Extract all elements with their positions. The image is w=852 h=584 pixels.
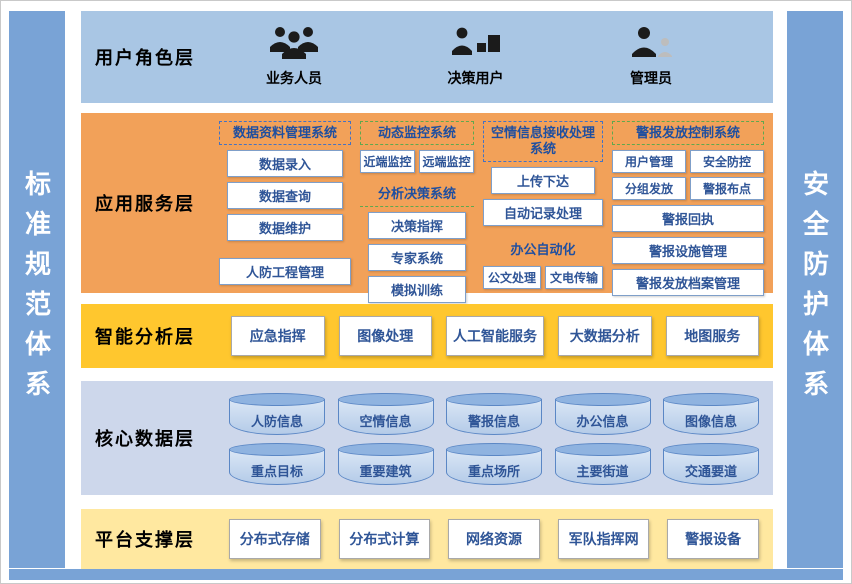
core-data-row-1: 人防信息 空情信息 警报信息 办公信息 图像信息	[229, 393, 759, 435]
standards-system-label: 标准规范体系	[21, 169, 52, 410]
core-data-grid: 人防信息 空情信息 警报信息 办公信息 图像信息	[229, 393, 759, 485]
plat-box-alarm-equipment: 警报设备	[667, 519, 759, 559]
app-box-simulation-training: 模拟训练	[368, 275, 466, 303]
platform-support-layer: 平台支撑层 分布式存储 分布式计算 网络资源 军队指挥网 警报设备	[81, 509, 773, 569]
plat-box-distributed-computing: 分布式计算	[338, 519, 431, 559]
core-data-row-2: 重点目标 重要建筑 重点场所 主要街道 交通要道	[229, 443, 759, 485]
plat-box-distributed-storage: 分布式存储	[229, 519, 321, 559]
core-data-layer: 核心数据层 人防信息 空情信息 警报信息 办公信息	[81, 381, 773, 495]
database-icon	[446, 443, 542, 456]
database-icon	[554, 393, 651, 406]
db-air-situation-info: 空情信息	[337, 393, 434, 435]
admin-icon	[629, 26, 673, 65]
db-key-targets: 重点目标	[229, 443, 325, 485]
app-box-data-entry: 数据录入	[227, 150, 343, 178]
app-box-expert-system: 专家系统	[368, 243, 466, 271]
decision-user-icon	[451, 26, 501, 65]
role-row: 业务人员 决策用户	[266, 11, 673, 103]
role-decision-user: 决策用户	[448, 26, 504, 88]
database-icon	[337, 393, 434, 406]
app-box-user-mgmt: 用户管理	[612, 150, 686, 174]
db-image-info: 图像信息	[663, 393, 759, 435]
db-important-buildings: 重要建筑	[337, 443, 434, 485]
plat-box-military-command-net: 军队指挥网	[557, 519, 650, 559]
user-role-layer-title: 用户角色层	[95, 48, 195, 68]
app-box-decision-command: 决策指挥	[368, 211, 466, 239]
app-box-message-transmission: 文电传输	[545, 265, 603, 289]
plat-box-network-resources: 网络资源	[448, 519, 540, 559]
app-box-alarm-placement: 警报布点	[690, 177, 764, 201]
database-icon	[663, 443, 759, 456]
db-key-places: 重点场所	[446, 443, 542, 485]
app-box-near-monitor: 近端监控	[360, 150, 415, 174]
data-mgmt-column: 数据资料管理系统 数据录入 数据查询 数据维护 人防工程管理	[219, 121, 351, 285]
role-label: 决策用户	[447, 70, 504, 86]
air-info-office-column: 空情信息接收处理系统 上传下达 自动记录处理 办公自动化 公文处理 文电传输	[483, 121, 603, 289]
db-traffic-routes: 交通要道	[663, 443, 759, 485]
intelligent-analysis-layer-title: 智能分析层	[95, 327, 195, 347]
alarm-control-column: 警报发放控制系统 用户管理 安全防控 分组发放 警报布点 警报回执 警报设施管理…	[612, 121, 764, 297]
app-box-auto-record: 自动记录处理	[483, 198, 603, 226]
app-box-data-query: 数据查询	[227, 182, 343, 210]
db-alarm-info: 警报信息	[446, 393, 542, 435]
intel-box-image-processing: 图像处理	[338, 316, 432, 356]
role-label: 管理员	[630, 70, 672, 86]
user-role-layer: 用户角色层 业务人员	[81, 11, 773, 103]
intel-box-map-service: 地图服务	[665, 316, 759, 356]
analysis-decision-group-title: 分析决策系统	[360, 183, 474, 207]
security-system-bar: 安全防护体系	[787, 11, 843, 568]
app-service-layer-title: 应用服务层	[95, 194, 195, 214]
dynamic-monitor-group-title: 动态监控系统	[360, 121, 474, 146]
app-box-remote-monitor: 远端监控	[419, 150, 474, 174]
role-admin: 管理员	[629, 26, 673, 88]
intelligent-analysis-layer: 智能分析层 应急指挥 图像处理 人工智能服务 大数据分析 地图服务	[81, 304, 773, 368]
app-box-alarm-receipt: 警报回执	[612, 205, 764, 233]
app-box-group-issuing: 分组发放	[612, 177, 686, 201]
database-icon	[337, 443, 434, 456]
bottom-strip	[9, 569, 843, 580]
air-info-group-title: 空情信息接收处理系统	[483, 121, 603, 162]
alarm-control-group-title: 警报发放控制系统	[612, 121, 764, 146]
db-office-info: 办公信息	[554, 393, 651, 435]
intel-box-big-data: 大数据分析	[558, 316, 652, 356]
database-icon	[663, 393, 759, 406]
db-main-streets: 主要街道	[554, 443, 651, 485]
platform-support-layer-title: 平台支撑层	[95, 530, 195, 550]
app-service-layer: 应用服务层 数据资料管理系统 数据录入 数据查询 数据维护 人防工程管理 动态监…	[81, 113, 773, 303]
office-auto-group-title: 办公自动化	[510, 241, 576, 257]
database-icon	[229, 393, 325, 406]
intelligent-analysis-row: 应急指挥 图像处理 人工智能服务 大数据分析 地图服务	[231, 304, 759, 368]
data-mgmt-group-title: 数据资料管理系统	[219, 121, 351, 146]
database-icon	[229, 443, 325, 456]
database-icon	[446, 393, 542, 406]
business-users-icon	[266, 26, 322, 65]
app-box-data-maintenance: 数据维护	[227, 214, 343, 242]
monitor-analysis-column: 动态监控系统 近端监控 远端监控 分析决策系统 决策指挥 专家系统 模拟训练	[360, 121, 474, 303]
app-service-content: 数据资料管理系统 数据录入 数据查询 数据维护 人防工程管理 动态监控系统 近端…	[219, 121, 767, 303]
security-system-label: 安全防护体系	[799, 169, 830, 410]
app-box-upload-dispatch: 上传下达	[491, 166, 595, 194]
role-business-users: 业务人员	[266, 26, 322, 88]
app-box-alarm-facility-mgmt: 警报设施管理	[612, 237, 764, 265]
role-label: 业务人员	[266, 70, 322, 86]
db-civil-defense-info: 人防信息	[229, 393, 325, 435]
database-icon	[554, 443, 651, 456]
app-box-security-control: 安全防控	[690, 150, 764, 174]
intel-box-emergency-command: 应急指挥	[231, 316, 325, 356]
core-data-layer-title: 核心数据层	[95, 429, 195, 449]
app-box-civil-defense-mgmt: 人防工程管理	[219, 258, 351, 285]
app-box-document-processing: 公文处理	[483, 265, 541, 289]
app-box-alarm-archive-mgmt: 警报发放档案管理	[612, 269, 764, 297]
platform-support-row: 分布式存储 分布式计算 网络资源 军队指挥网 警报设备	[229, 509, 759, 569]
standards-system-bar: 标准规范体系	[9, 11, 65, 568]
intel-box-ai-service: 人工智能服务	[446, 316, 544, 356]
